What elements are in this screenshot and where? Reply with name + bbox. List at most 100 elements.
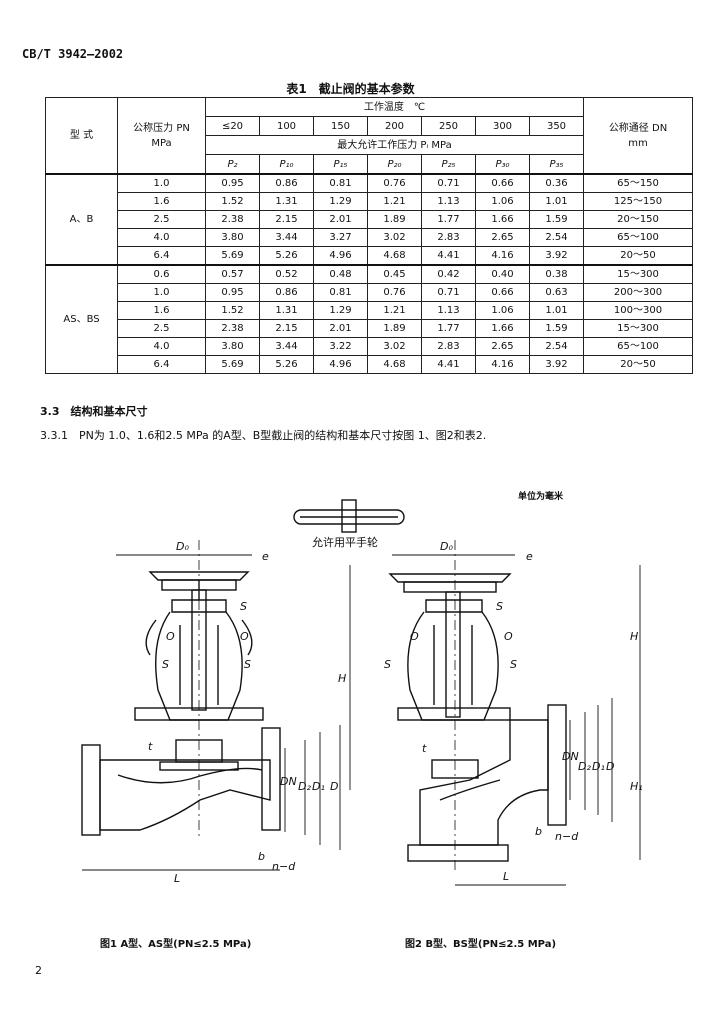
pn-cell: 2.5 (117, 319, 206, 338)
header-max-pressure: 最大允许工作压力 Pᵢ MPa (205, 135, 584, 155)
pressure-cell: 0.95 (205, 283, 260, 302)
label-o: O (166, 630, 175, 643)
temperature-cell: 350 (529, 116, 584, 136)
label-e: e (262, 550, 269, 563)
pressure-cell: 2.15 (259, 210, 314, 229)
pressure-symbol-cell: P₂₀ (367, 154, 422, 175)
label-o: O (504, 630, 513, 643)
pressure-cell: 1.13 (421, 301, 476, 320)
pressure-cell: 1.13 (421, 192, 476, 211)
label-h: H (630, 630, 638, 643)
label-h1: H₁ (630, 780, 643, 793)
pressure-cell: 4.16 (475, 355, 530, 374)
header-temperature: 工作温度 ℃ (205, 97, 584, 117)
pressure-cell: 0.66 (475, 283, 530, 302)
section-heading: 3.3 结构和基本尺寸 (40, 405, 148, 418)
dn-cell: 125～150 (583, 192, 693, 211)
pressure-cell: 2.38 (205, 210, 260, 229)
pressure-cell: 1.77 (421, 319, 476, 338)
pressure-cell: 3.44 (259, 337, 314, 356)
dn-cell: 200～300 (583, 283, 693, 302)
pressure-cell: 2.54 (529, 228, 584, 247)
dn-cell: 20～150 (583, 210, 693, 229)
fig2-valve (388, 540, 641, 886)
pressure-cell: 1.66 (475, 319, 530, 338)
pressure-cell: 0.86 (259, 283, 314, 302)
pressure-cell: 0.48 (313, 264, 368, 284)
pressure-cell: 3.44 (259, 228, 314, 247)
pn-cell: 0.6 (117, 264, 206, 284)
pressure-cell: 0.81 (313, 283, 368, 302)
pressure-cell: 2.83 (421, 337, 476, 356)
pn-cell: 1.0 (117, 173, 206, 193)
pressure-cell: 0.71 (421, 283, 476, 302)
temperature-cell: 100 (259, 116, 314, 136)
pressure-cell: 2.65 (475, 228, 530, 247)
label-d: D (606, 760, 614, 773)
label-t: t (422, 742, 427, 755)
label-d2: D₂ (298, 780, 311, 793)
pressure-cell: 2.83 (421, 228, 476, 247)
pressure-cell: 0.95 (205, 173, 260, 193)
pressure-symbol-cell: P₁₅ (313, 154, 368, 175)
pressure-cell: 0.38 (529, 264, 584, 284)
label-s: S (496, 600, 503, 613)
pressure-cell: 0.36 (529, 173, 584, 193)
standard-code: CB/T 3942—2002 (22, 47, 124, 61)
pressure-cell: 1.52 (205, 301, 260, 320)
label-t: t (148, 740, 153, 753)
pressure-cell: 1.01 (529, 192, 584, 211)
label-s: S (244, 658, 251, 671)
table-caption: 表1 截止阀的基本参数 (286, 82, 415, 96)
unit-note: 单位为毫米 (518, 492, 564, 502)
label-h: H (338, 672, 346, 685)
flat-handwheel-sketch (293, 499, 405, 533)
pressure-cell: 0.52 (259, 264, 314, 284)
pressure-cell: 1.66 (475, 210, 530, 229)
label-s: S (162, 658, 169, 671)
pressure-cell: 1.89 (367, 210, 422, 229)
dn-cell: 100～300 (583, 301, 693, 320)
header-type: 型 式 (45, 97, 118, 175)
pressure-cell: 1.06 (475, 192, 530, 211)
temperature-cell: 250 (421, 116, 476, 136)
pressure-cell: 0.57 (205, 264, 260, 284)
label-dn: DN (280, 775, 297, 788)
pressure-cell: 2.01 (313, 319, 368, 338)
label-dn: DN (562, 750, 579, 763)
pressure-cell: 1.59 (529, 319, 584, 338)
pressure-cell: 1.52 (205, 192, 260, 211)
pressure-cell: 4.96 (313, 355, 368, 374)
label-d2: D₂ (578, 760, 591, 773)
pressure-cell: 5.26 (259, 246, 314, 266)
label-d: D (330, 780, 338, 793)
pressure-cell: 2.54 (529, 337, 584, 356)
pressure-cell: 0.76 (367, 173, 422, 193)
dn-cell: 65～100 (583, 337, 693, 356)
pn-cell: 1.6 (117, 192, 206, 211)
pressure-cell: 2.38 (205, 319, 260, 338)
pn-cell: 6.4 (117, 355, 206, 374)
pressure-cell: 3.02 (367, 228, 422, 247)
pressure-cell: 5.69 (205, 246, 260, 266)
pressure-cell: 0.66 (475, 173, 530, 193)
pressure-cell: 3.80 (205, 228, 260, 247)
pressure-cell: 0.71 (421, 173, 476, 193)
pressure-cell: 3.22 (313, 337, 368, 356)
pressure-cell: 0.81 (313, 173, 368, 193)
dn-cell: 20～50 (583, 355, 693, 374)
pressure-cell: 1.29 (313, 192, 368, 211)
pressure-cell: 3.92 (529, 246, 584, 266)
temperature-cell: 200 (367, 116, 422, 136)
pressure-cell: 1.31 (259, 301, 314, 320)
label-s: S (384, 658, 391, 671)
pressure-symbol-cell: P₃₅ (529, 154, 584, 175)
